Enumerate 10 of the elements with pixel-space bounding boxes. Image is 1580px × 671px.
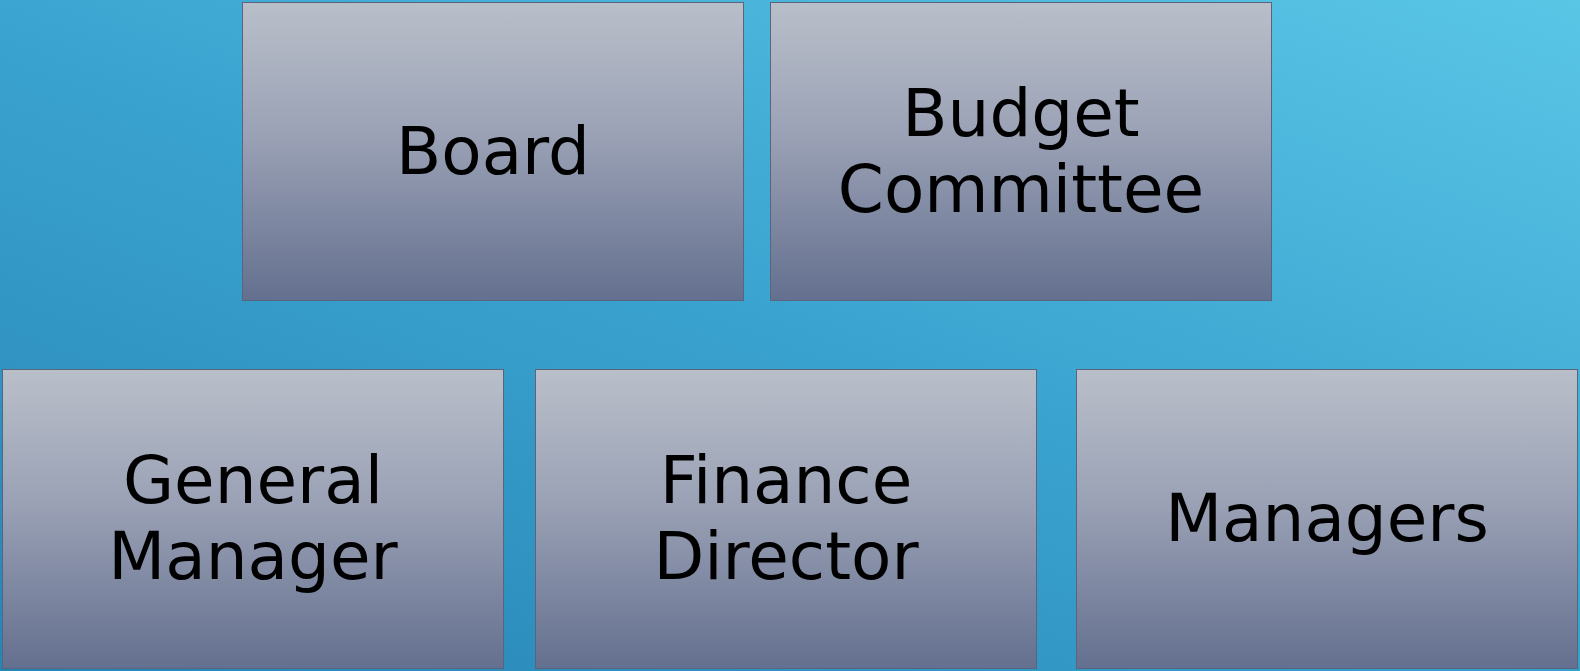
role-label: Finance Director: [652, 443, 920, 595]
role-label: Managers: [1164, 481, 1490, 557]
role-box: [770, 2, 1272, 301]
role-box: [1076, 369, 1578, 669]
role-box: [2, 369, 504, 669]
role-box: [242, 2, 744, 301]
role-label: General Manager: [107, 443, 399, 595]
role-label: Budget Committee: [836, 75, 1206, 228]
role-label: Board: [395, 113, 591, 190]
role-box: [535, 369, 1037, 669]
